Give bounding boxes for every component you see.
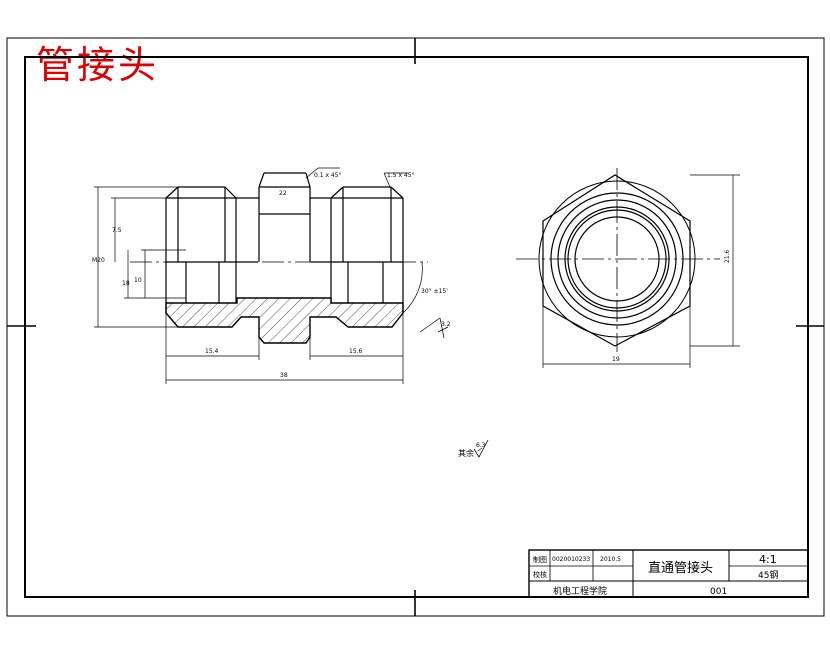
dim-chamfer-thread: 1.5 x 45° bbox=[387, 172, 415, 179]
inner-frame bbox=[24, 56, 809, 598]
dim-chamfer-hex: 0.1 x 45° bbox=[314, 172, 342, 179]
front-dimension-labels: 0.1 x 45° 1.5 x 45° 22 7.5 M20 18 10 15.… bbox=[92, 172, 451, 379]
dim-left-depth: 7.5 bbox=[112, 227, 122, 234]
drawn-label: 制图 bbox=[533, 555, 547, 564]
front-view bbox=[165, 172, 404, 344]
check-label: 校核 bbox=[533, 570, 547, 579]
scale: 4:1 bbox=[759, 553, 777, 566]
dim-local-rough: 3.2 bbox=[441, 321, 451, 328]
school: 机电工程学院 bbox=[553, 585, 607, 597]
title-block-text: 制图 0020010233 2010.5 校核 直通管接头 4:1 45钢 机电… bbox=[533, 553, 778, 597]
dim-bore-dia2: 10 bbox=[134, 277, 142, 284]
part-name: 直通管接头 bbox=[648, 560, 713, 576]
dim-hex-across-corners: 19 bbox=[612, 356, 620, 363]
dim-total-len: 38 bbox=[280, 372, 288, 379]
dim-overall-dia: M20 bbox=[92, 257, 105, 264]
dim-hex-across-flats: 21.6 bbox=[724, 249, 731, 263]
section-hatch bbox=[165, 297, 404, 344]
dim-angle: 30° ±15' bbox=[421, 288, 448, 295]
front-dimensions bbox=[94, 167, 449, 384]
material: 45钢 bbox=[758, 569, 778, 581]
roughness-value: 6.3 bbox=[476, 442, 486, 449]
centering-marks bbox=[7, 38, 824, 616]
dim-bore-dia: 18 bbox=[122, 280, 130, 287]
dim-right-len: 15.6 bbox=[349, 348, 363, 355]
dim-left-len: 15.4 bbox=[205, 348, 219, 355]
sheet-title: 管接头 bbox=[36, 43, 160, 87]
general-roughness: 其余 6.3 bbox=[458, 439, 489, 458]
title-block bbox=[528, 549, 809, 598]
dim-hex-height: 22 bbox=[279, 190, 287, 197]
drawing-no: 001 bbox=[710, 587, 727, 597]
drawn-date: 2010.5 bbox=[600, 556, 621, 563]
drawn-id: 0020010233 bbox=[552, 556, 590, 563]
roughness-label: 其余 bbox=[458, 448, 474, 458]
side-dimensions bbox=[542, 174, 740, 368]
side-centerlines bbox=[516, 168, 720, 352]
